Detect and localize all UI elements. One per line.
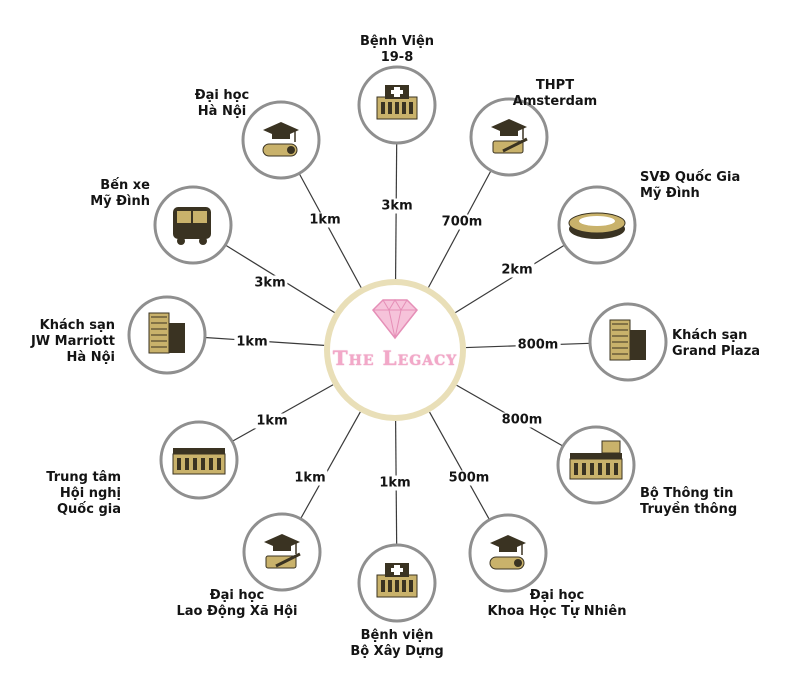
graduation-pen-icon (491, 119, 528, 154)
node-label-line: Quốc gia (56, 502, 121, 517)
hospital-icon (376, 563, 418, 598)
node-label-line: Trung tâm (46, 470, 121, 485)
office-building-icon (569, 440, 623, 480)
center-group (324, 279, 466, 421)
connector-line (231, 384, 334, 442)
bus-icon (173, 207, 211, 245)
node-label-line: JW Marriott (30, 334, 115, 349)
hospital-icon (376, 85, 418, 120)
graduation-pen-icon (264, 534, 301, 569)
node-circle (468, 513, 548, 593)
node-circles (127, 65, 668, 623)
convention-center-icon (172, 448, 226, 475)
node-label-line: THPT (535, 78, 575, 93)
node-label-line: Hà Nội (66, 350, 115, 365)
distance-label: 2km (499, 262, 535, 278)
distance-label: 700m (439, 214, 485, 230)
tower-hotel-icon (148, 312, 185, 354)
node-label-line: Hà Nội (197, 104, 247, 119)
distance-label: 1km (377, 475, 413, 491)
node-label-line: Mỹ Đình (90, 194, 150, 209)
node-label-line: Khách sạn (672, 328, 748, 343)
center-circle (324, 279, 466, 421)
node-label-line: Khách sạn (39, 318, 115, 333)
node-circle (469, 97, 549, 177)
node-label-line: Bệnh viện (360, 628, 434, 643)
node-label-line: Lao Động Xã Hội (176, 604, 298, 619)
node-label-line: Khoa Học Tự Nhiên (487, 604, 627, 619)
project-name: The Legacy (332, 346, 458, 370)
distance-label: 500m (446, 470, 492, 486)
connector-line (455, 244, 566, 314)
distance-label: 3km (252, 275, 288, 291)
node-label-line: SVĐ Quốc Gia (640, 170, 741, 185)
node-label-line: Hội nghị (59, 486, 121, 501)
node-label-line: Bộ Xây Dựng (350, 644, 444, 659)
node-label-line: Đại học (529, 588, 585, 603)
distance-label: 1km (292, 470, 328, 486)
distance-label: 1km (254, 413, 290, 429)
node-label-line: Amsterdam (512, 94, 598, 109)
node-label-line: Grand Plaza (672, 344, 761, 359)
distance-label: 800m (515, 337, 561, 353)
connector-line (298, 173, 362, 288)
node-circle (242, 512, 322, 592)
node-label-line: Bệnh Viện (359, 34, 435, 49)
node-circle (241, 100, 321, 180)
graduation-diploma-icon (262, 122, 299, 157)
hotel-icon (609, 319, 646, 361)
node-label-line: Bộ Thông tin (640, 486, 734, 501)
distance-label: 1km (234, 334, 270, 350)
node-label-line: Truyền thông (640, 502, 738, 517)
distance-label: 3km (379, 198, 415, 214)
distance-label: 800m (499, 412, 545, 428)
node-label-line: Đại học (194, 88, 250, 103)
connector-line (300, 411, 361, 520)
stadium-icon (568, 212, 626, 239)
diamond-icon (371, 299, 419, 340)
distance-label: 1km (307, 212, 343, 228)
node-label-line: Bến xe (100, 178, 150, 193)
node-label-line: Mỹ Đình (640, 186, 700, 201)
graduation-diploma-icon (489, 535, 526, 570)
connector-line (429, 411, 491, 521)
node-label-line: Đại học (209, 588, 265, 603)
node-label-line: 19-8 (380, 50, 414, 65)
